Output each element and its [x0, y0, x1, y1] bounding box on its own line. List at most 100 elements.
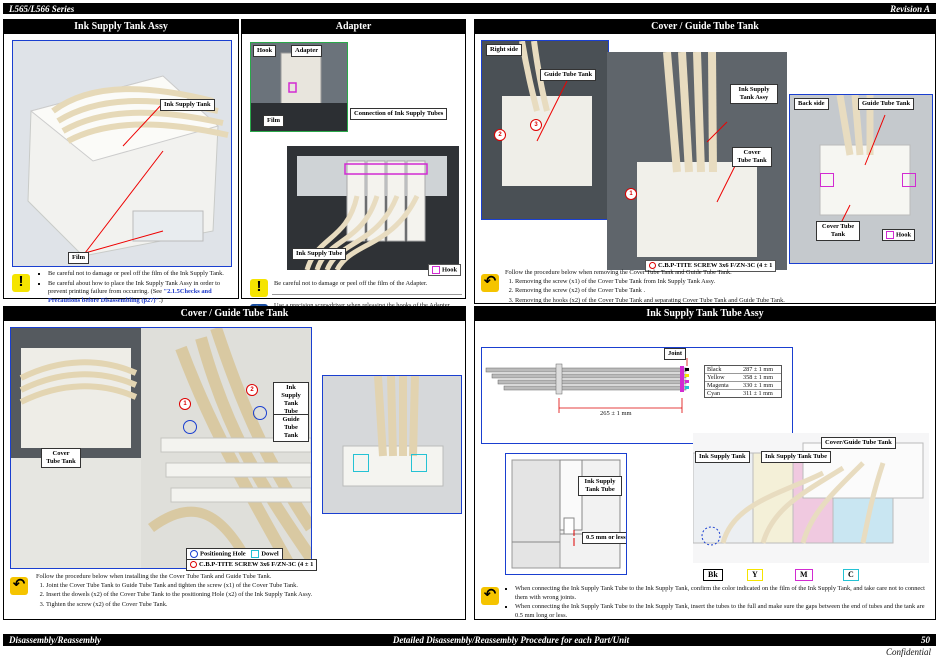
revision: Revision A [890, 3, 930, 14]
note-item: When connecting the Ink Supply Tank Tube… [515, 603, 931, 620]
panel-tube-assy: Ink Supply Tank Tube Assy Joint 265 ± 1 … [474, 306, 936, 620]
label-ink-supply-tank-assy: Ink Supply Tank Assy [730, 84, 778, 104]
procedure-step: Removing the hooks (x2) of the Cover Tub… [515, 297, 931, 306]
page-number: 50 [920, 635, 930, 645]
label-ink-supply-tank: Ink Supply Tank [160, 99, 215, 111]
screw-legend-swatch [190, 561, 197, 569]
label-gap: 0.5 mm or less [582, 532, 626, 544]
positioning-hole-marker [183, 420, 197, 434]
label-guide-tube-tank: Guide Tube Tank [540, 69, 597, 81]
hook-legend-swatch [886, 231, 894, 239]
photo-back-side: Back side Guide Tube Tank Cover Tube Tan… [789, 94, 933, 264]
label-joint: Joint [664, 348, 687, 360]
tag-yellow: Y [747, 569, 763, 581]
panel-title: Adapter [242, 20, 465, 34]
procedure-step: Tighten the screw (x2) of the Cover Tube… [46, 601, 462, 610]
photo-ink-supply-tank: Ink Supply Tank Film [12, 40, 232, 267]
divider [272, 294, 462, 295]
hook-legend-swatch [432, 266, 440, 274]
screw-legend-swatch [649, 262, 656, 270]
tag-black: Bk [703, 569, 723, 581]
panel-adapter: Adapter Hook Adapter Film Connection of … [241, 19, 466, 322]
removal-procedure: Follow the procedure below when removing… [505, 269, 931, 306]
photo-printer-tubes [287, 146, 459, 270]
procedure-intro: Follow the procedure below when installi… [36, 573, 272, 580]
procedure-icon [10, 575, 28, 595]
series-title: L565/L566 Series [9, 3, 75, 14]
label-back-side: Back side [794, 98, 829, 110]
note-item: When connecting the Ink Supply Tank Tube… [515, 585, 931, 602]
label-ink-supply-tube: Ink Supply Tube [292, 248, 347, 260]
label-ink-supply-tank-tube-detail: Ink Supply Tank Tube [578, 476, 622, 496]
label-ink-supply-tank-tube: Ink Supply Tank Tube [273, 382, 309, 418]
panel-cover-guide-removal: Cover / Guide Tube Tank Right side Guide… [474, 19, 936, 304]
procedure-icon [481, 272, 499, 292]
dowel-marker-right [411, 454, 427, 472]
positioning-hole-swatch [190, 550, 198, 558]
label-cover-tube-tank: Cover Tube Tank [732, 147, 772, 167]
adapter-tool-text: Use a precision screwdriver when releasi… [274, 302, 462, 311]
marker-1: 1 [625, 188, 637, 200]
tank-illustration [13, 41, 231, 266]
label-adapter: Adapter [291, 45, 323, 57]
procedure-step: Joint the Cover Tube Tank to Guide Tube … [46, 582, 462, 591]
panel1-notes: Be careful not to damage or peel off the… [38, 270, 234, 306]
confidential-label: Confidential [886, 647, 931, 657]
photo-assembly: 1 2 Cover Tube Tank Ink Supply Tank Tube… [10, 327, 312, 569]
label-ink-supply-tank: Ink Supply Tank [695, 451, 750, 463]
label-cover-tube-tank: Cover Tube Tank [41, 448, 81, 468]
marker-3: 3 [530, 119, 542, 131]
dowel-marker-left [353, 454, 369, 472]
marker-2: 2 [494, 129, 506, 141]
dowel-swatch [251, 550, 260, 558]
panel-title: Cover / Guide Tube Tank [4, 307, 465, 321]
adapter-warning-text: Be careful not to damage or peel off the… [274, 280, 428, 287]
label-film: Film [68, 252, 89, 264]
length-dimension: 265 ± 1 mm [600, 410, 632, 417]
photo-dowel-detail [322, 375, 462, 514]
note-item: Be careful about how to place the Ink Su… [48, 280, 234, 306]
label-connection: Connection of Ink Supply Tubes [350, 108, 448, 120]
tag-cyan: C [843, 569, 859, 581]
label-cover-guide-tube-tank: Cover/Guide Tube Tank [821, 437, 896, 449]
footer-title: Detailed Disassembly/Reassembly Procedur… [392, 635, 630, 645]
label-film: Film [263, 115, 284, 127]
label-hook: Hook [253, 45, 277, 57]
gap-detail-diagram: Ink Supply Tank Tube 0.5 mm or less [505, 453, 627, 575]
panel-title: Ink Supply Tank Assy [4, 20, 238, 34]
label-cover-tube-tank-right: Cover Tube Tank [816, 221, 860, 241]
procedure-step: Removing the screw (x2) of the Cover Tub… [515, 287, 931, 296]
panel-ink-supply-tank-assy: Ink Supply Tank Assy Ink Supply Tank Fil… [3, 19, 239, 304]
footer-bar: Disassembly/Reassembly Detailed Disassem… [3, 634, 936, 646]
marker-2: 2 [246, 384, 258, 396]
label-guide-tube-tank-right: Guide Tube Tank [858, 98, 915, 110]
marker-1: 1 [179, 398, 191, 410]
header-bar: L565/L566 Series Revision A [3, 3, 936, 14]
screw-legend: C.B.P-TITE SCREW 3x6 F/ZN-3C (4 ± 1 [645, 260, 777, 272]
warning-icon [250, 278, 268, 297]
footer-section: Disassembly/Reassembly [9, 635, 101, 645]
note-item: Be careful not to damage or peel off the… [48, 270, 234, 279]
hook-marker-right [902, 173, 916, 187]
panel-title: Cover / Guide Tube Tank [475, 20, 935, 34]
photo-front: Ink Supply Tank Assy Cover Tube Tank 1 [607, 52, 787, 270]
warning-icon [12, 273, 30, 292]
procedure-intro: Follow the procedure below when removing… [505, 269, 732, 276]
legend-hook: Hook [882, 229, 916, 242]
panel-title: Ink Supply Tank Tube Assy [475, 307, 935, 321]
procedure-step: Removing the screw (x1) of the Cover Tub… [515, 278, 931, 287]
label-right-side: Right side [486, 44, 522, 56]
screw-legend: C.B.P-TITE SCREW 3x6 F/ZN-3C (4 ± 1 [186, 559, 318, 571]
precautions-link[interactable]: "2.1.5Checks and Precautions before Disa… [48, 288, 212, 304]
procedure-icon [481, 585, 499, 605]
panel-cover-guide-install: Cover / Guide Tube Tank 1 2 Cover Tube T… [3, 306, 466, 620]
tag-magenta: M [795, 569, 813, 581]
hook-marker-left [820, 173, 834, 187]
label-guide-tube-tank: Guide Tube Tank [273, 414, 309, 442]
